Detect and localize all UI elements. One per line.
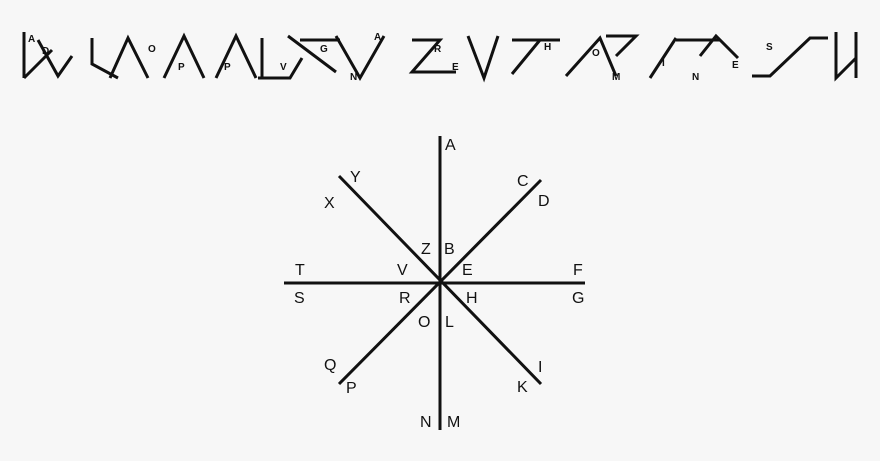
cipher-letter: A xyxy=(28,34,35,45)
cipher-letter: O xyxy=(592,48,600,59)
cipher-letter: M xyxy=(612,72,620,83)
cipher-letter: G xyxy=(320,44,328,55)
wheel-label: I xyxy=(538,359,542,376)
cipher-strip: A D O P P V G N A R E H O M I N E S xyxy=(22,32,858,83)
wheel-label: N xyxy=(420,414,432,431)
wheel-label: P xyxy=(346,380,357,397)
wheel-label: Q xyxy=(324,357,336,374)
cipher-key-wheel: A B C D E F G H I K L M N O P Q R S T V … xyxy=(284,136,585,431)
wheel-label: K xyxy=(517,379,528,396)
wheel-label: Y xyxy=(350,169,361,186)
cipher-letter: P xyxy=(224,62,231,73)
cipher-letter: P xyxy=(178,62,185,73)
wheel-label: A xyxy=(445,137,456,154)
wheel-label: R xyxy=(399,290,411,307)
wheel-label: C xyxy=(517,173,529,190)
wheel-label: Z xyxy=(421,241,431,258)
cipher-letter: A xyxy=(374,32,381,43)
wheel-label: O xyxy=(418,314,430,331)
cipher-letters: A D O P P V G N A R E H O M I N E S xyxy=(28,32,773,83)
cipher-letter: S xyxy=(766,42,773,53)
cipher-letter: D xyxy=(42,46,49,57)
cipher-letter: N xyxy=(350,72,357,83)
wheel-label: S xyxy=(294,290,305,307)
wheel-diagonal-spoke-falling xyxy=(337,174,543,386)
wheel-label: L xyxy=(445,314,454,331)
wheel-label: M xyxy=(447,414,460,431)
cipher-letter: R xyxy=(434,44,442,55)
wheel-label: V xyxy=(397,262,408,279)
cipher-letter: E xyxy=(732,60,739,71)
wheel-label: B xyxy=(444,241,455,258)
cipher-letter: V xyxy=(280,62,287,73)
cipher-letter: H xyxy=(544,42,551,53)
wheel-label: G xyxy=(572,290,584,307)
wheel-label: D xyxy=(538,193,550,210)
cipher-letter: I xyxy=(662,58,665,69)
wheel-label: X xyxy=(324,195,335,212)
cipher-letter: E xyxy=(452,62,459,73)
cipher-glyph-strokes xyxy=(22,32,858,83)
cipher-letter: N xyxy=(692,72,699,83)
cipher-letter: O xyxy=(148,44,156,55)
wheel-label: H xyxy=(466,290,478,307)
wheel-label: E xyxy=(462,262,473,279)
wheel-label: F xyxy=(573,262,583,279)
wheel-label: T xyxy=(295,262,305,279)
